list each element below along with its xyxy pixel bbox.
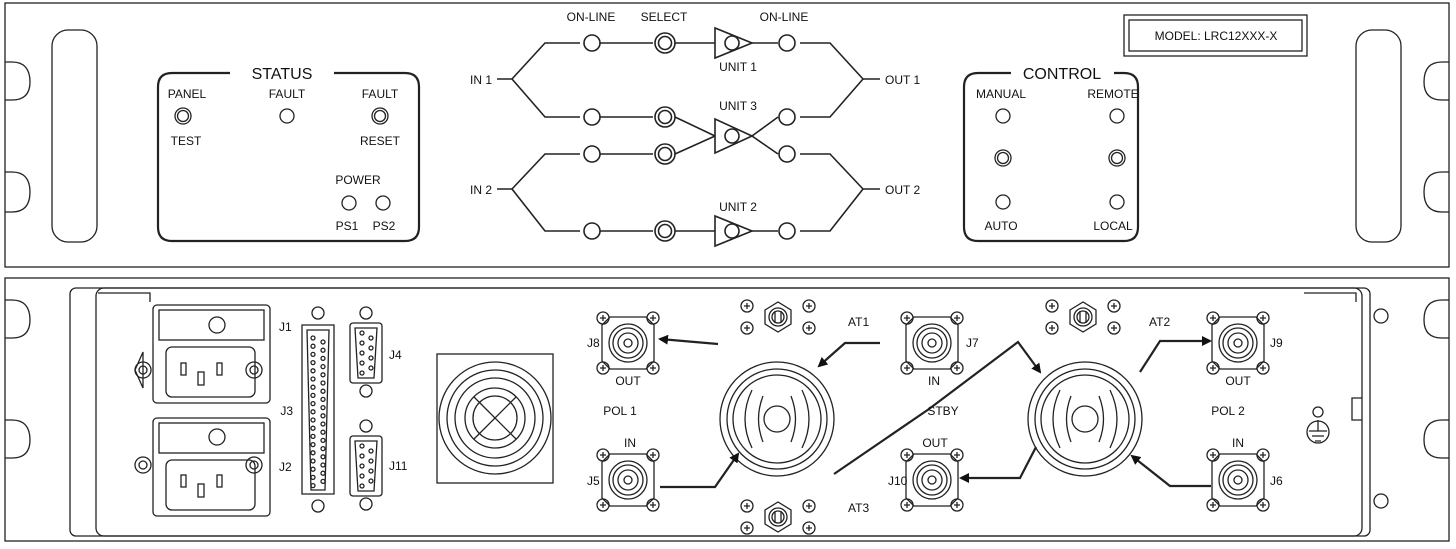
manual-label: MANUAL (976, 87, 1026, 101)
ps2-label: PS2 (373, 219, 396, 233)
db9-connector-j11 (349, 419, 383, 511)
j10-sub-label: OUT (922, 436, 948, 450)
unit3-label: UNIT 3 (719, 99, 757, 113)
coax-connectors (596, 311, 1270, 512)
select-label: SELECT (641, 10, 688, 24)
j6-label: J6 (1270, 474, 1283, 488)
j1-label: J1 (279, 320, 292, 334)
j6-sub-label: IN (1232, 436, 1244, 450)
j9-label: J9 (1270, 336, 1283, 350)
ps1-label: PS1 (336, 219, 359, 233)
panel-label: PANEL (168, 87, 207, 101)
j4-pins (359, 330, 374, 376)
j11-pins (359, 443, 374, 489)
coax-connector (1206, 311, 1270, 375)
attenuator-adjuster (740, 299, 816, 335)
unit1-label: UNIT 1 (719, 60, 757, 74)
j8-sub-label: OUT (615, 374, 641, 388)
coax-connector (596, 448, 660, 512)
model-label: MODEL: LRC12XXX-X (1155, 29, 1278, 43)
coax-connector (1206, 448, 1270, 512)
signal-path-arrows (658, 334, 1212, 489)
rear-labels: J1 J2 J3 J4 J11 J8 OUT POL 1 IN J5 AT1 A… (279, 315, 1283, 515)
j10-label: J10 (888, 474, 908, 488)
unit2-label: UNIT 2 (719, 200, 757, 214)
coax-connector (900, 311, 964, 375)
front-left-handle (5, 29, 98, 243)
remote-label: REMOTE (1087, 87, 1138, 101)
front-panel (4, 2, 1450, 268)
coax-connector (596, 311, 660, 375)
reset-label: RESET (360, 134, 401, 148)
at2-label: AT2 (1149, 315, 1170, 329)
j8-label: J8 (587, 336, 600, 350)
rear-panel (4, 277, 1450, 542)
control-panel (962, 71, 1140, 243)
rear-panel-outline (4, 277, 1450, 542)
j4-label: J4 (389, 348, 402, 362)
j3-pins (310, 335, 326, 489)
fault-label: FAULT (269, 87, 306, 101)
db37-connector-j3 (301, 306, 335, 513)
j9-sub-label: OUT (1225, 374, 1251, 388)
coax-connector (900, 448, 964, 512)
j7-label: J7 (966, 336, 979, 350)
stby-label: STBY (927, 404, 958, 418)
attenuator-adjuster (740, 499, 816, 535)
switching-diagram (497, 26, 880, 248)
online-left-label: ON-LINE (567, 10, 616, 24)
pol2-label: POL 2 (1211, 404, 1245, 418)
at3-label: AT3 (848, 501, 869, 515)
in2-label: IN 2 (470, 183, 492, 197)
j2-label: J2 (279, 460, 292, 474)
fault-reset-top-label: FAULT (362, 87, 399, 101)
ground-icon (1306, 420, 1330, 444)
power-inlet-j2 (134, 417, 271, 517)
auto-label: AUTO (984, 219, 1017, 233)
in1-label: IN 1 (470, 73, 492, 87)
test-label: TEST (171, 134, 202, 148)
online-right-label: ON-LINE (760, 10, 809, 24)
waveguide-switch-1 (719, 361, 835, 477)
j11-label: J11 (389, 459, 408, 473)
out1-label: OUT 1 (885, 73, 920, 87)
pol1-label: POL 1 (603, 404, 637, 418)
attenuator-adjuster (1045, 299, 1121, 335)
power-inlet-j1 (134, 304, 271, 404)
local-label: LOCAL (1093, 219, 1133, 233)
j5-label: J5 (587, 474, 600, 488)
at1-label: AT1 (848, 315, 869, 329)
waveguide-switch-2 (1027, 361, 1143, 477)
out2-label: OUT 2 (885, 183, 920, 197)
cooling-fan (436, 353, 554, 484)
j7-sub-label: IN (928, 374, 940, 388)
status-title: STATUS (252, 66, 313, 83)
db9-connector-j4 (349, 306, 383, 398)
attenuators (740, 299, 1121, 535)
front-labels: MODEL: LRC12XXX-X STATUS PANEL TEST FAUL… (168, 10, 1278, 233)
front-panel-outline (4, 2, 1450, 268)
model-plate (1123, 14, 1308, 57)
front-right-handle (1355, 29, 1449, 243)
status-panel (156, 71, 421, 243)
j5-sub-label: IN (624, 436, 636, 450)
power-label: POWER (335, 173, 381, 187)
control-title: CONTROL (1023, 66, 1101, 83)
j3-label: J3 (280, 404, 293, 418)
